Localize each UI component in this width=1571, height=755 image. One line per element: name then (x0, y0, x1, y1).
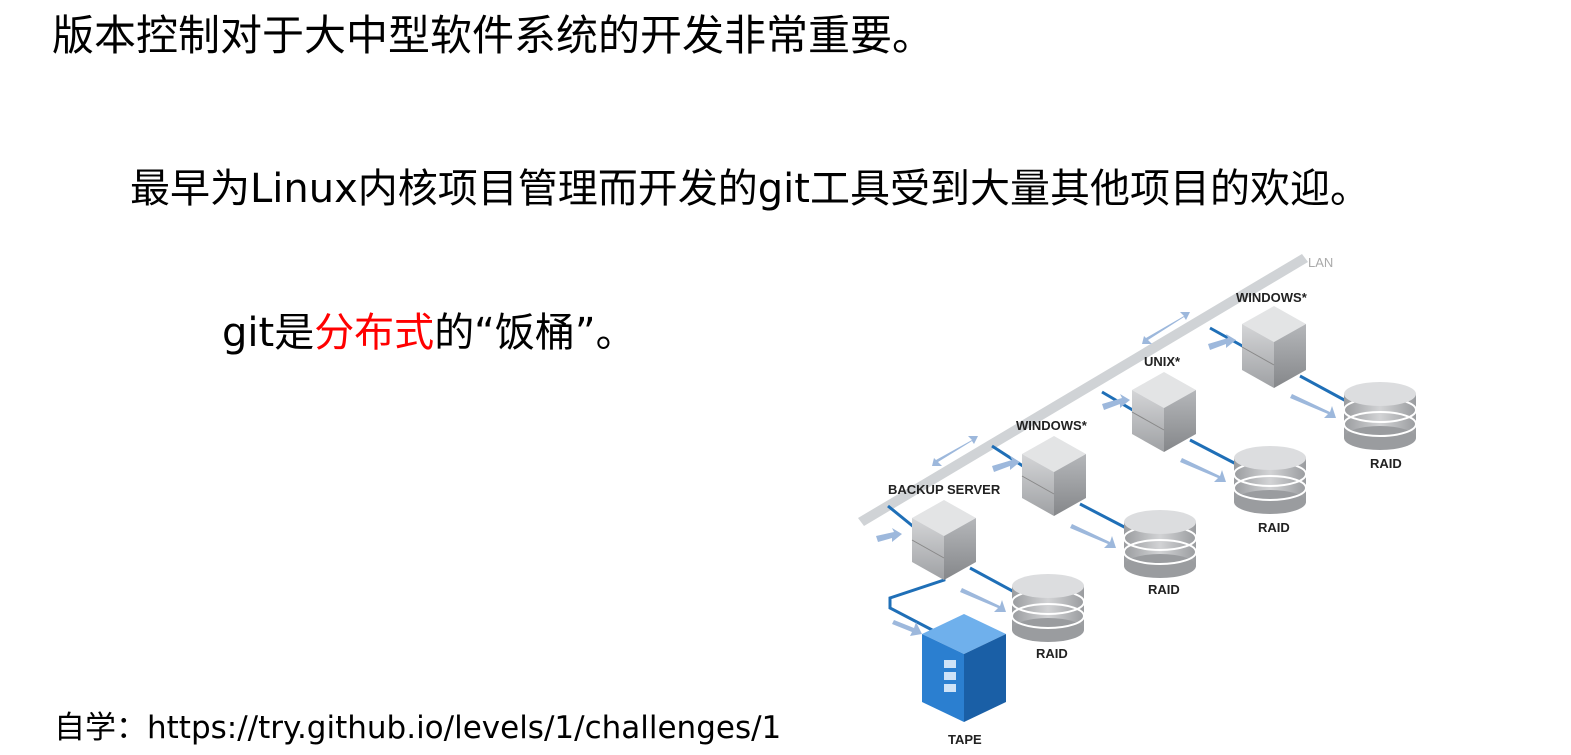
label-raid-windows-2: RAID (1370, 456, 1402, 471)
lan-bar (858, 254, 1308, 526)
server-unix (1131, 372, 1196, 452)
arrow-tape (892, 620, 922, 636)
arrow-unix-in (1102, 394, 1130, 410)
line3-suffix: 的“饭桶”。 (434, 310, 636, 356)
arrow-windows1-raid (1070, 524, 1116, 548)
cable-unix-raid (1189, 438, 1241, 468)
label-raid-windows-1: RAID (1148, 582, 1180, 597)
line3-prefix: git是 (222, 310, 315, 356)
text-line-3: git是分布式的“饭桶”。 (222, 300, 636, 358)
server-windows-1 (1021, 436, 1086, 516)
footer-reference: 自学：https://try.github.io/levels/1/challe… (54, 710, 782, 746)
arrow-backup-raid (960, 588, 1006, 612)
lan-label: LAN (1308, 255, 1333, 270)
arrow-unix-raid (1180, 458, 1226, 482)
raid-stack-windows-2 (1343, 382, 1417, 450)
arrow-lan-2 (1142, 312, 1190, 344)
label-raid-backup: RAID (1036, 646, 1068, 661)
server-backup (911, 500, 976, 580)
cable-windows1-raid (1079, 502, 1131, 532)
cable-windows2-raid (1299, 374, 1349, 404)
label-backup-server: BACKUP SERVER (888, 482, 1001, 497)
backup-network-diagram: LAN (858, 254, 1417, 747)
label-tape: TAPE (948, 732, 982, 747)
arrow-windows2-in (1208, 334, 1236, 350)
cable-backup-raid (969, 566, 1019, 596)
label-windows-2: WINDOWS* (1236, 290, 1308, 305)
tape-box (922, 614, 1006, 722)
text-line-1: 版本控制对于大中型软件系统的开发非常重要。 (52, 11, 935, 60)
label-windows-1: WINDOWS* (1016, 418, 1088, 433)
raid-stack-unix (1233, 446, 1307, 514)
label-unix: UNIX* (1144, 354, 1181, 369)
line3-highlight: 分布式 (314, 310, 435, 356)
label-raid-unix: RAID (1258, 520, 1290, 535)
arrow-windows1-in (992, 456, 1020, 472)
arrow-windows2-raid (1290, 394, 1336, 418)
cable-lan-windows1 (991, 444, 1027, 470)
server-windows-2 (1241, 306, 1306, 388)
text-line-2: 最早为Linux内核项目管理而开发的git工具受到大量其他项目的欢迎。 (130, 166, 1370, 212)
raid-stack-backup (1011, 574, 1085, 642)
arrow-lan-1 (932, 436, 978, 466)
arrow-backup-in (876, 528, 902, 542)
raid-stack-windows-1 (1123, 510, 1197, 578)
